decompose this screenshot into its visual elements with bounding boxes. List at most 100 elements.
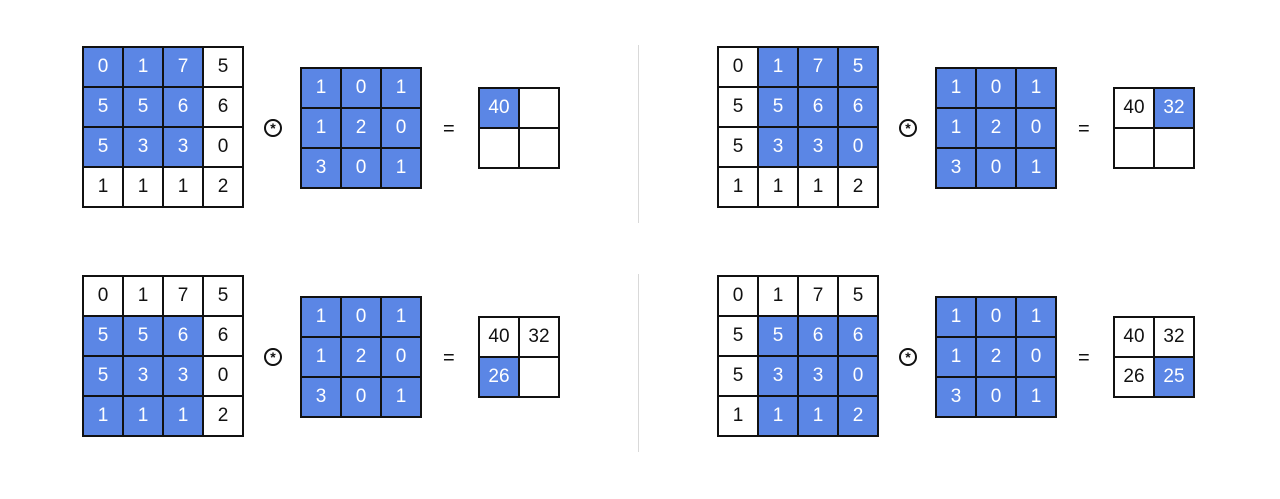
output-cell xyxy=(1115,129,1155,169)
input-cell: 0 xyxy=(719,48,759,88)
input-cell: 3 xyxy=(124,357,164,397)
input-cell: 5 xyxy=(719,357,759,397)
input-cell: 5 xyxy=(839,48,879,88)
kernel-cell: 0 xyxy=(342,149,382,189)
input-cell: 5 xyxy=(719,317,759,357)
input-cell: 3 xyxy=(759,128,799,168)
input-cell: 5 xyxy=(719,128,759,168)
equals-sign: = xyxy=(1078,347,1090,369)
output-cell: 32 xyxy=(1155,89,1195,129)
output-matrix: 40 xyxy=(478,87,560,169)
kernel-cell: 3 xyxy=(302,378,342,418)
input-cell: 1 xyxy=(719,397,759,437)
input-cell: 1 xyxy=(799,397,839,437)
input-cell: 5 xyxy=(84,317,124,357)
input-cell: 1 xyxy=(799,168,839,208)
input-cell: 0 xyxy=(204,357,244,397)
equals-sign: = xyxy=(443,347,455,369)
input-cell: 5 xyxy=(124,88,164,128)
kernel-cell: 0 xyxy=(977,149,1017,189)
convolution-operator-icon: * xyxy=(899,348,917,366)
kernel-cell: 0 xyxy=(1017,109,1057,149)
input-cell: 1 xyxy=(124,397,164,437)
input-cell: 1 xyxy=(759,48,799,88)
convolution-operator-icon: * xyxy=(899,119,917,137)
input-cell: 1 xyxy=(164,168,204,208)
output-cell xyxy=(1155,129,1195,169)
kernel-cell: 1 xyxy=(937,109,977,149)
input-cell: 2 xyxy=(839,168,879,208)
input-cell: 2 xyxy=(204,168,244,208)
input-cell: 3 xyxy=(124,128,164,168)
kernel-cell: 1 xyxy=(302,109,342,149)
input-cell: 1 xyxy=(759,397,799,437)
kernel-cell: 1 xyxy=(382,378,422,418)
input-cell: 5 xyxy=(759,88,799,128)
input-cell: 5 xyxy=(204,277,244,317)
kernel-cell: 0 xyxy=(977,298,1017,338)
output-cell xyxy=(480,129,520,169)
output-cell: 25 xyxy=(1155,358,1195,398)
input-cell: 6 xyxy=(204,317,244,357)
input-cell: 3 xyxy=(759,357,799,397)
input-cell: 7 xyxy=(164,277,204,317)
input-cell: 1 xyxy=(84,397,124,437)
kernel-cell: 0 xyxy=(342,69,382,109)
output-cell: 32 xyxy=(520,318,560,358)
input-cell: 1 xyxy=(124,48,164,88)
input-cell: 1 xyxy=(164,397,204,437)
vertical-divider-top xyxy=(638,45,639,223)
input-cell: 6 xyxy=(204,88,244,128)
kernel-cell: 0 xyxy=(382,338,422,378)
vertical-divider-bottom xyxy=(638,274,639,452)
input-cell: 3 xyxy=(799,128,839,168)
kernel-cell: 1 xyxy=(1017,298,1057,338)
kernel-cell: 1 xyxy=(937,298,977,338)
kernel-cell: 1 xyxy=(302,69,342,109)
kernel-cell: 1 xyxy=(937,69,977,109)
output-cell xyxy=(520,89,560,129)
input-cell: 7 xyxy=(799,48,839,88)
kernel-cell: 1 xyxy=(937,338,977,378)
input-cell: 0 xyxy=(839,128,879,168)
kernel-cell: 0 xyxy=(342,378,382,418)
kernel-cell: 2 xyxy=(977,338,1017,378)
input-cell: 5 xyxy=(84,357,124,397)
input-cell: 7 xyxy=(164,48,204,88)
kernel-cell: 0 xyxy=(977,69,1017,109)
kernel-cell: 0 xyxy=(382,109,422,149)
equals-sign: = xyxy=(443,118,455,140)
input-cell: 1 xyxy=(719,168,759,208)
input-cell: 1 xyxy=(759,277,799,317)
input-cell: 6 xyxy=(839,88,879,128)
input-cell: 3 xyxy=(164,128,204,168)
input-cell: 1 xyxy=(759,168,799,208)
kernel-cell: 2 xyxy=(342,338,382,378)
input-cell: 5 xyxy=(84,128,124,168)
equals-sign: = xyxy=(1078,118,1090,140)
output-cell: 32 xyxy=(1155,318,1195,358)
kernel-cell: 1 xyxy=(302,298,342,338)
kernel-cell: 1 xyxy=(1017,69,1057,109)
input-cell: 6 xyxy=(164,88,204,128)
input-cell: 5 xyxy=(759,317,799,357)
input-cell: 0 xyxy=(204,128,244,168)
output-cell xyxy=(520,358,560,398)
kernel-cell: 3 xyxy=(937,378,977,418)
output-cell: 40 xyxy=(480,318,520,358)
input-cell: 5 xyxy=(124,317,164,357)
kernel-cell: 1 xyxy=(1017,378,1057,418)
input-cell: 0 xyxy=(84,277,124,317)
